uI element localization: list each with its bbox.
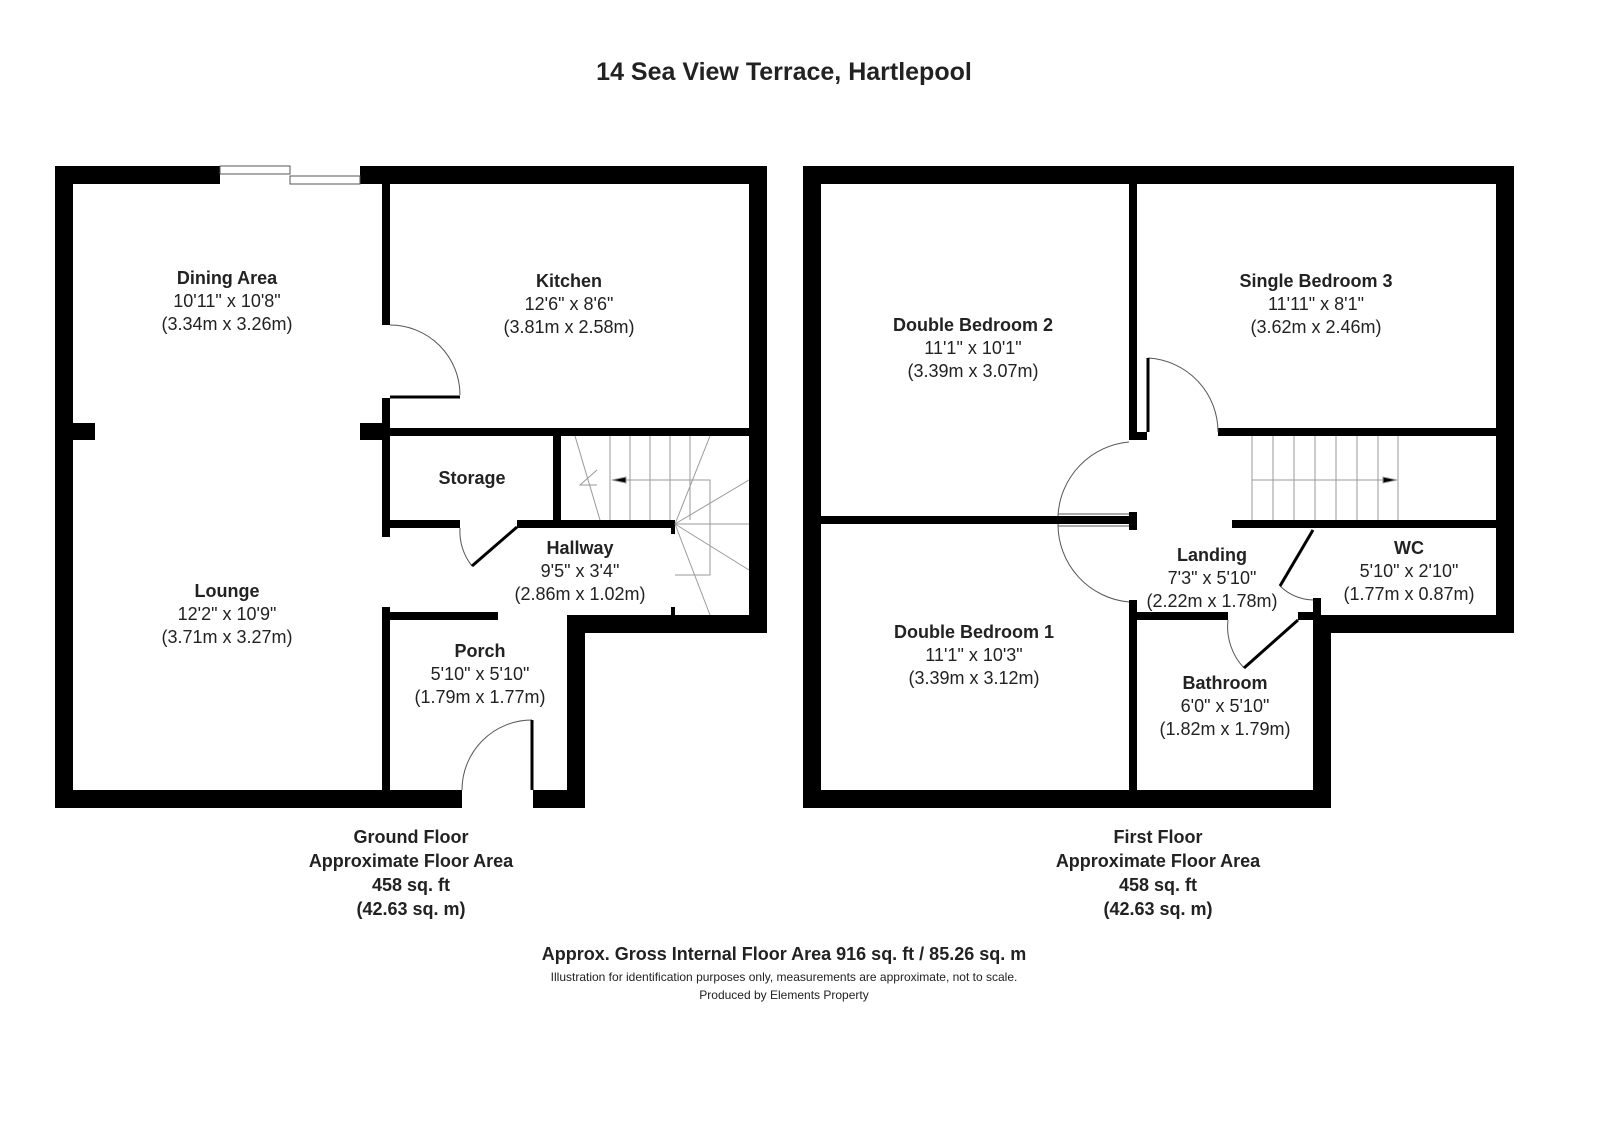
- room-imperial: 11'11" x 8'1": [1267, 294, 1365, 314]
- room-metric: (3.39m x 3.07m): [907, 361, 1039, 381]
- room-name: WC: [1393, 538, 1424, 558]
- room-metric: (1.79m x 1.77m): [414, 687, 546, 707]
- disclaimer: Illustration for identification purposes…: [550, 970, 1018, 984]
- area-sqft: 458 sq. ft: [1118, 875, 1198, 895]
- area-label: Approximate Floor Area: [1055, 851, 1261, 871]
- room-storage: Storage: [438, 467, 505, 490]
- room-imperial: 7'3" x 5'10": [1167, 568, 1257, 588]
- kitchen-door-arc: [389, 324, 461, 396]
- ground-floor-summary: Ground Floor Approximate Floor Area 458 …: [309, 825, 513, 921]
- room-imperial: 11'1" x 10'3": [925, 645, 1023, 665]
- room-name: Double Bedroom 2: [892, 315, 1054, 335]
- room-name: Storage: [438, 468, 506, 488]
- ground-stairs: [574, 435, 750, 616]
- room-metric: (3.62m x 2.46m): [1250, 317, 1382, 337]
- room-imperial: 5'10" x 2'10": [1359, 561, 1459, 581]
- room-metric: (3.39m x 3.12m): [908, 668, 1040, 688]
- first-stairs: [1251, 436, 1399, 520]
- area-label: Approximate Floor Area: [308, 851, 514, 871]
- page-title: 14 Sea View Terrace, Hartlepool: [596, 58, 972, 86]
- bedroom1-door-arc: [1057, 523, 1130, 603]
- room-name: Landing: [1176, 545, 1247, 565]
- room-porch: Porch 5'10" x 5'10" (1.79m x 1.77m): [414, 640, 545, 709]
- area-sqft: 458 sq. ft: [371, 875, 451, 895]
- room-lounge: Lounge 12'2" x 10'9" (3.71m x 3.27m): [161, 580, 292, 649]
- room-metric: (3.34m x 3.26m): [161, 314, 293, 334]
- room-imperial: 11'1" x 10'1": [924, 338, 1022, 358]
- wc-door-arc: [1279, 585, 1314, 601]
- room-imperial: 12'2" x 10'9": [177, 604, 277, 624]
- first-floor-walls: [803, 166, 1514, 808]
- bedroom3-door-arc: [1147, 357, 1219, 433]
- room-hallway: Hallway 9'5" x 3'4" (2.86m x 1.02m): [514, 537, 645, 606]
- room-single-bedroom-3: Single Bedroom 3 11'11" x 8'1" (3.62m x …: [1239, 270, 1392, 339]
- room-double-bedroom-1: Double Bedroom 1 11'1" x 10'3" (3.39m x …: [894, 621, 1054, 690]
- room-name: Kitchen: [535, 271, 603, 291]
- room-metric: (1.82m x 1.79m): [1159, 719, 1291, 739]
- porch-door-arc: [461, 719, 533, 791]
- sliding-door: [219, 165, 291, 175]
- gross-floor-area: Approx. Gross Internal Floor Area 916 sq…: [541, 944, 1027, 964]
- room-imperial: 6'0" x 5'10": [1180, 696, 1270, 716]
- room-wc: WC 5'10" x 2'10" (1.77m x 0.87m): [1343, 537, 1474, 606]
- room-metric: (2.86m x 1.02m): [514, 584, 646, 604]
- room-metric: (2.22m x 1.78m): [1146, 591, 1278, 611]
- floor-label: Ground Floor: [353, 827, 469, 847]
- room-double-bedroom-2: Double Bedroom 2 11'1" x 10'1" (3.39m x …: [893, 314, 1053, 383]
- room-imperial: 10'11" x 10'8": [173, 291, 281, 311]
- room-metric: (1.77m x 0.87m): [1343, 584, 1475, 604]
- area-sqm: (42.63 sq. m): [356, 899, 466, 919]
- room-name: Porch: [454, 641, 506, 661]
- room-imperial: 5'10" x 5'10": [430, 664, 530, 684]
- room-bathroom: Bathroom 6'0" x 5'10" (1.82m x 1.79m): [1159, 672, 1290, 741]
- producer-credit: Produced by Elements Property: [699, 988, 869, 1002]
- room-name: Double Bedroom 1: [893, 622, 1055, 642]
- room-name: Dining Area: [176, 268, 278, 288]
- area-sqm: (42.63 sq. m): [1103, 899, 1213, 919]
- room-imperial: 9'5" x 3'4": [540, 561, 620, 581]
- bedroom2-door-arc: [1057, 441, 1130, 517]
- floor-label: First Floor: [1113, 827, 1203, 847]
- room-kitchen: Kitchen 12'6" x 8'6" (3.81m x 2.58m): [503, 270, 634, 339]
- room-name: Single Bedroom 3: [1239, 271, 1393, 291]
- room-name: Lounge: [194, 581, 260, 601]
- room-imperial: 12'6" x 8'6": [524, 294, 614, 314]
- room-landing: Landing 7'3" x 5'10" (2.22m x 1.78m): [1146, 544, 1277, 613]
- room-metric: (3.81m x 2.58m): [503, 317, 635, 337]
- bathroom-door-arc: [1227, 619, 1245, 669]
- first-floor-summary: First Floor Approximate Floor Area 458 s…: [1056, 825, 1260, 921]
- storage-door-arc: [459, 527, 473, 567]
- room-name: Hallway: [546, 538, 614, 558]
- ground-floor-walls: [55, 166, 767, 808]
- sliding-door: [289, 175, 361, 185]
- room-dining-area: Dining Area 10'11" x 10'8" (3.34m x 3.26…: [161, 267, 292, 336]
- first-floor-details: [1057, 357, 1399, 670]
- ground-floor-details: [219, 165, 750, 791]
- room-metric: (3.71m x 3.27m): [161, 627, 293, 647]
- room-name: Bathroom: [1182, 673, 1268, 693]
